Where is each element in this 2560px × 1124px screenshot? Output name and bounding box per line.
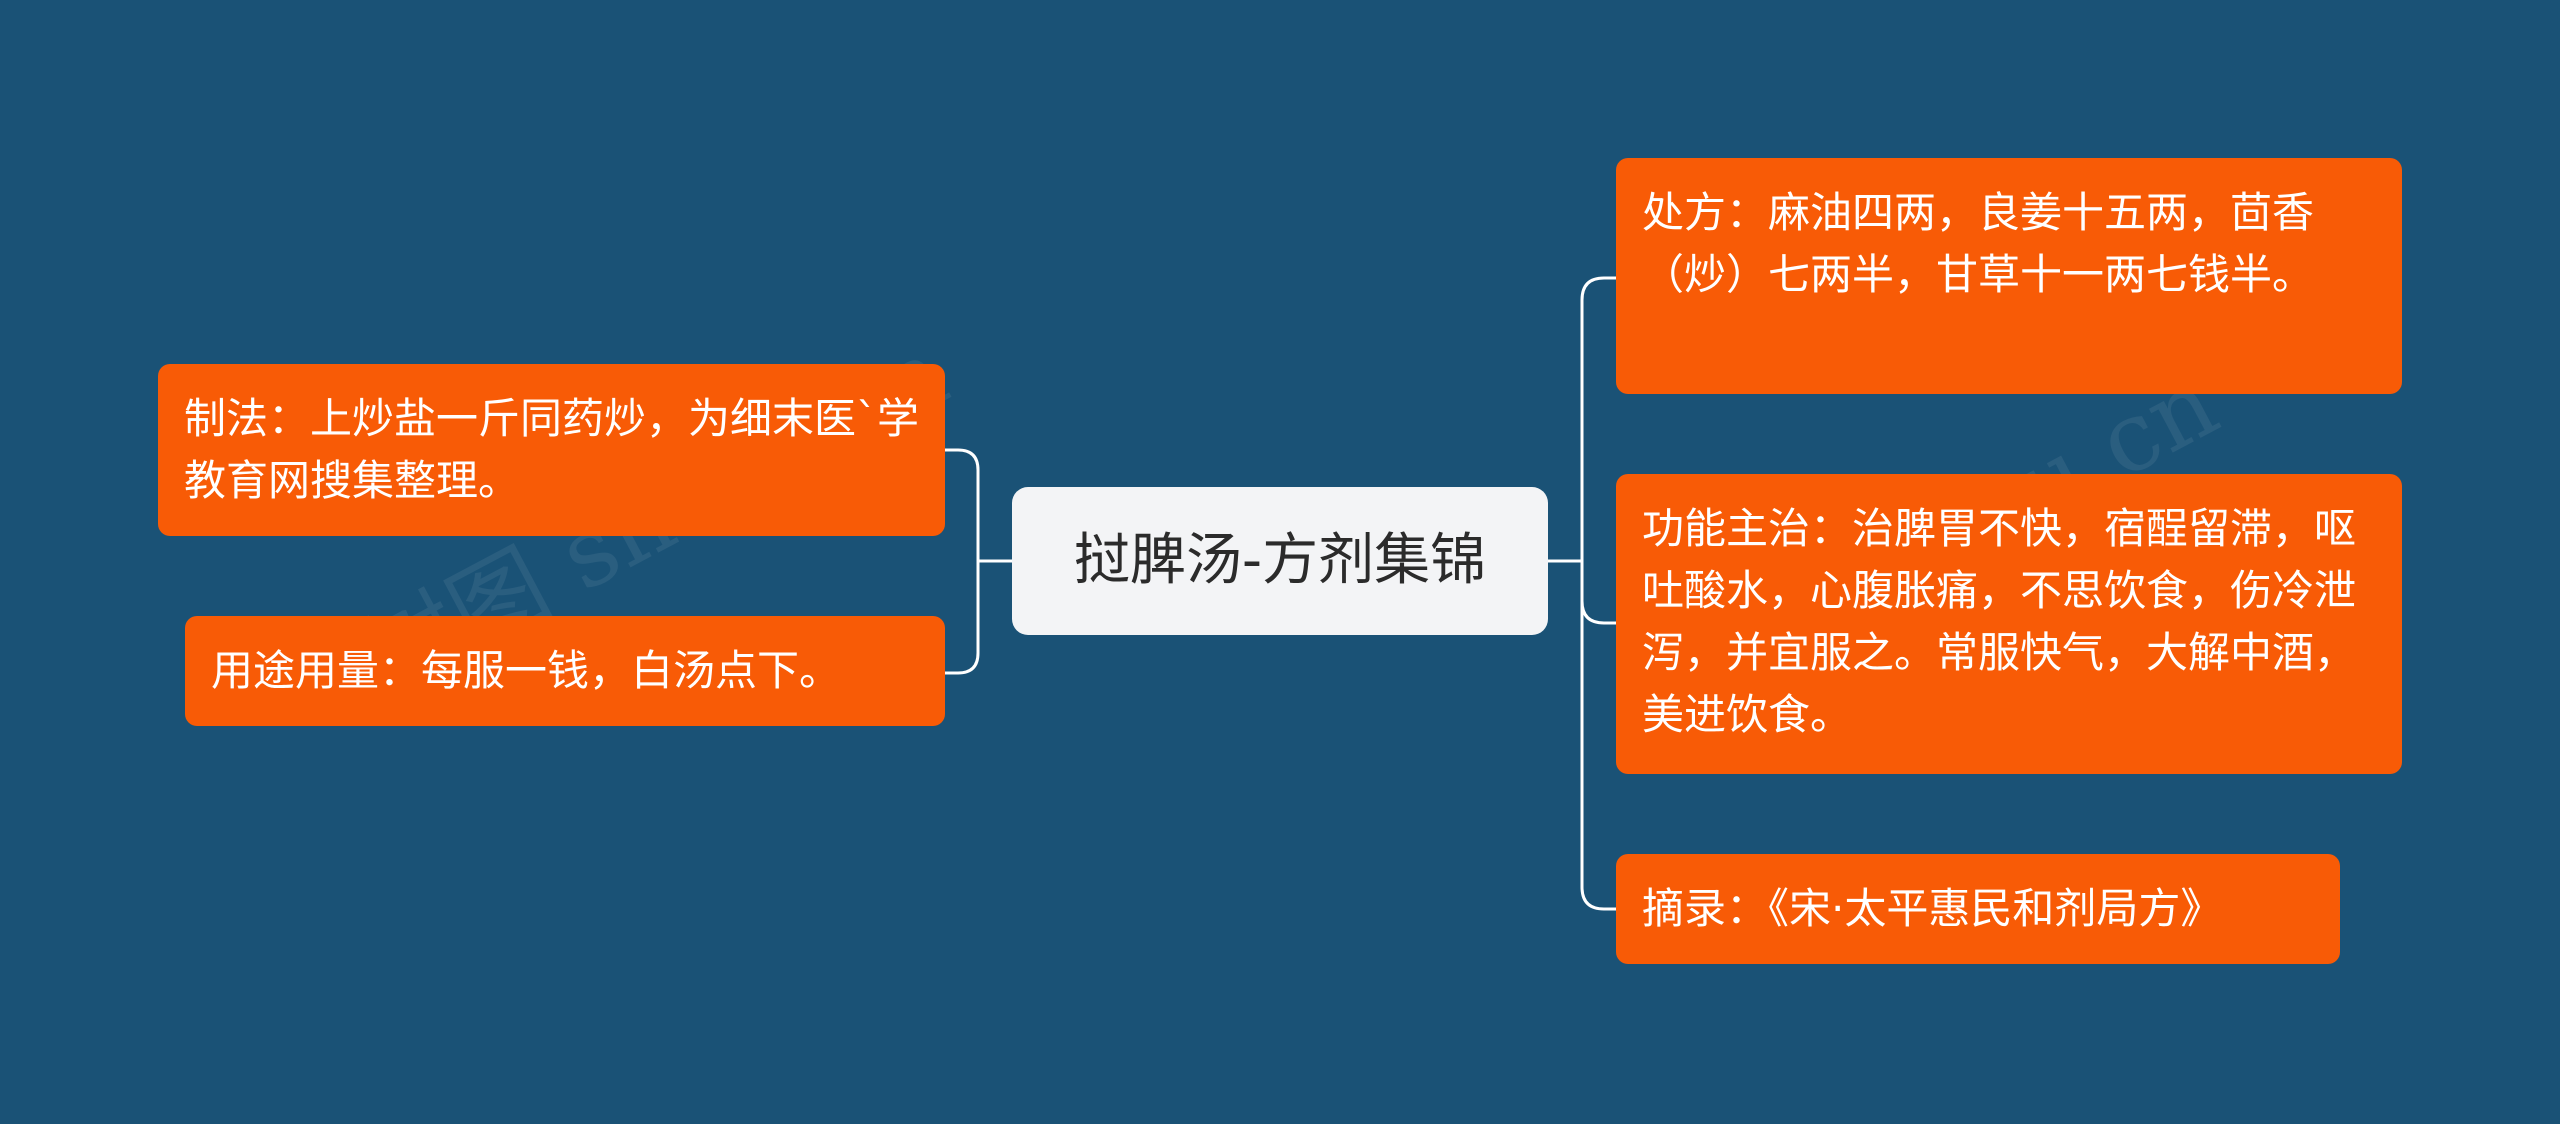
left-branch-preparation-label: 制法：上炒盐一斤同药炒，为细末医`学教育网搜集整理。 [184,394,920,505]
connector-left-2 [943,559,980,675]
right-branch-prescription[interactable]: 处方：麻油四两，良姜十五两，茴香（炒）七两半，甘草十一两七钱半。 [1616,158,2402,394]
left-branch-preparation[interactable]: 制法：上炒盐一斤同药炒，为细末医`学教育网搜集整理。 [158,364,945,536]
root-node-title[interactable]: 挝脾汤-方剂集锦 [1012,487,1548,635]
left-branch-dosage[interactable]: 用途用量：每服一钱，白汤点下。 [185,616,945,726]
right-branch-source[interactable]: 摘录：《宋·太平惠民和剂局方》 [1616,854,2340,964]
root-node-label: 挝脾汤-方剂集锦 [1073,528,1487,593]
left-branch-dosage-label: 用途用量：每服一钱，白汤点下。 [211,646,842,695]
right-branch-indications[interactable]: 功能主治：治脾胃不快，宿酲留滞，呕吐酸水，心腹胀痛，不思饮食，伤冷泄泻，并宜服之… [1616,474,2402,774]
right-branch-prescription-label: 处方：麻油四两，良姜十五两，茴香（炒）七两半，甘草十一两七钱半。 [1642,188,2315,299]
connector-right-3 [1580,559,1618,911]
connector-right-2 [1580,559,1618,625]
right-branch-source-label: 摘录：《宋·太平惠民和剂局方》 [1642,884,2223,933]
connector-left-1 [943,448,980,563]
right-branch-indications-label: 功能主治：治脾胃不快，宿酲留滞，呕吐酸水，心腹胀痛，不思饮食，伤冷泄泻，并宜服之… [1642,504,2357,739]
connector-right-1 [1580,276,1618,563]
